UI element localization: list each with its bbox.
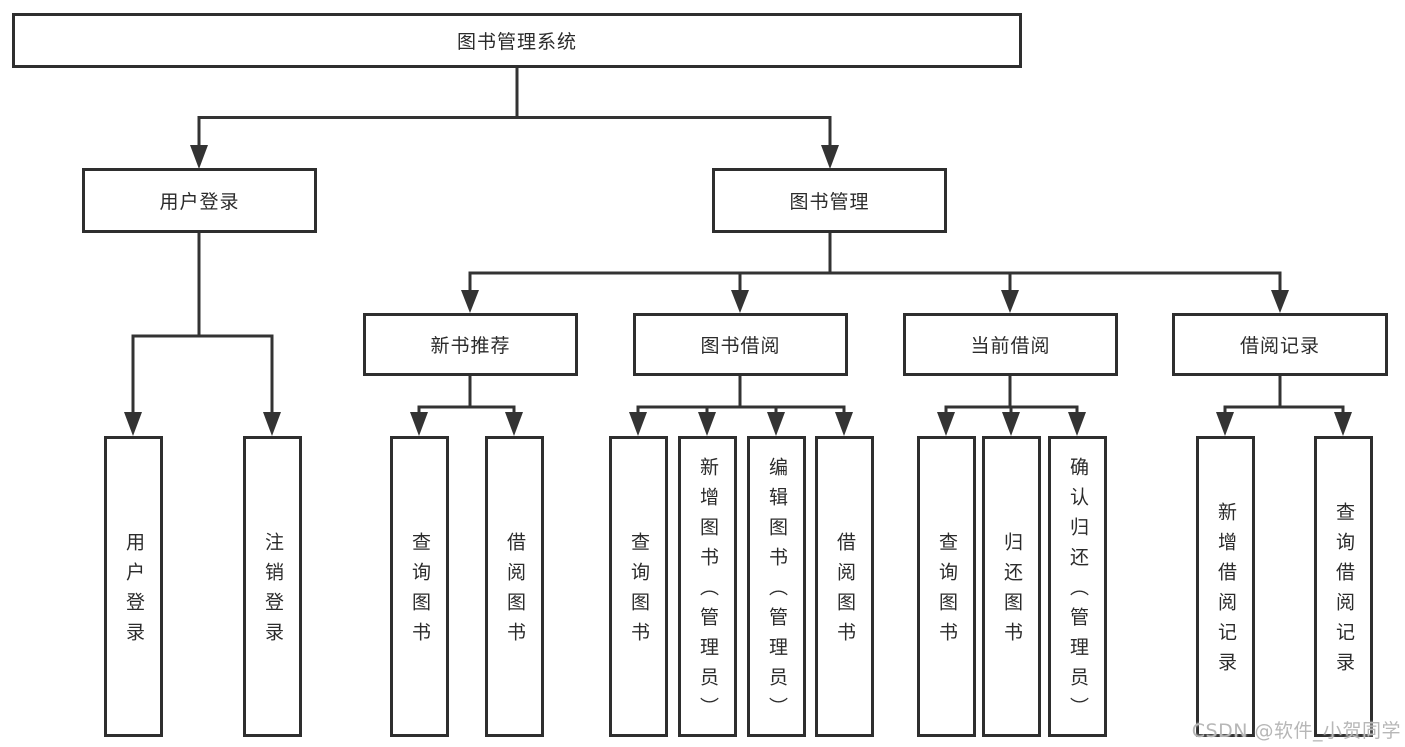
leaf-label: 借阅图书: [834, 532, 856, 652]
leaf-label: 新增借阅记录: [1215, 502, 1237, 682]
leaf-query-book-recommend: 查询图书: [390, 436, 449, 737]
leaf-add-book-admin: 新增图书（管理员）: [678, 436, 737, 737]
leaf-label: 编辑图书（管理员）: [766, 457, 788, 727]
leaf-label: 查询图书: [409, 532, 431, 652]
leaf-borrow-book-recommend: 借阅图书: [485, 436, 544, 737]
leaf-label: 确认归还（管理员）: [1067, 457, 1089, 727]
leaf-label: 注销登录: [262, 532, 284, 652]
leaf-label: 查询图书: [936, 532, 958, 652]
node-user-login: 用户登录: [82, 168, 317, 233]
leaf-label: 查询借阅记录: [1333, 502, 1355, 682]
leaf-label: 新增图书（管理员）: [697, 457, 719, 727]
node-borrow-record: 借阅记录: [1172, 313, 1388, 376]
leaf-label: 归还图书: [1001, 532, 1023, 652]
leaf-confirm-return-admin: 确认归还（管理员）: [1048, 436, 1107, 737]
csdn-watermark: CSDN @软件_小贺同学: [1191, 720, 1401, 742]
leaf-add-borrow-record: 新增借阅记录: [1196, 436, 1255, 737]
leaf-label: 用户登录: [123, 532, 145, 652]
leaf-logout: 注销登录: [243, 436, 302, 737]
node-label: 图书管理系统: [456, 31, 577, 53]
leaf-query-book-current: 查询图书: [917, 436, 976, 737]
leaf-query-book-borrow: 查询图书: [609, 436, 668, 737]
node-label: 图书借阅: [700, 335, 781, 357]
node-book-borrow: 图书借阅: [633, 313, 848, 376]
leaf-label: 查询图书: [628, 532, 650, 652]
node-current-borrow: 当前借阅: [903, 313, 1118, 376]
node-new-book-recommend: 新书推荐: [363, 313, 578, 376]
leaf-edit-book-admin: 编辑图书（管理员）: [747, 436, 806, 737]
node-label: 新书推荐: [430, 335, 511, 357]
node-book-management: 图书管理: [712, 168, 947, 233]
leaf-query-borrow-record: 查询借阅记录: [1314, 436, 1373, 737]
node-label: 当前借阅: [970, 335, 1051, 357]
leaf-return-book: 归还图书: [982, 436, 1041, 737]
leaf-borrow-book: 借阅图书: [815, 436, 874, 737]
node-label: 图书管理: [789, 191, 870, 213]
node-label: 借阅记录: [1239, 335, 1320, 357]
node-library-system: 图书管理系统: [12, 13, 1022, 68]
node-label: 用户登录: [159, 191, 240, 213]
leaf-user-login: 用户登录: [104, 436, 163, 737]
leaf-label: 借阅图书: [504, 532, 526, 652]
